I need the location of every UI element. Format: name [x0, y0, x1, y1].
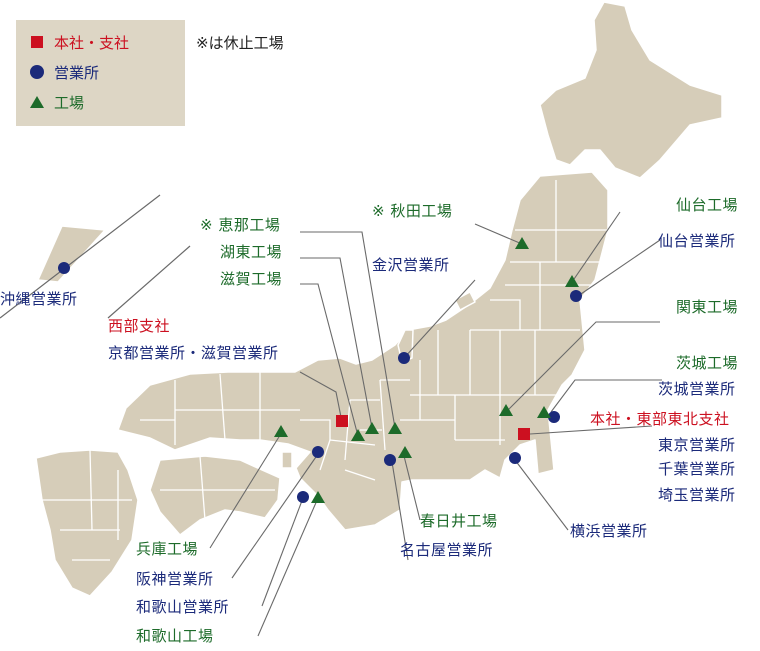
factory-marker-akita — [515, 237, 529, 249]
office-marker-nagoya — [384, 454, 396, 466]
office-marker-wakayama — [297, 491, 309, 503]
label-kasugai-factory: 春日井工場 — [420, 512, 498, 530]
label-saitama-office: 埼玉営業所 — [658, 486, 736, 504]
label-kyoto-shiga-office: 京都営業所・滋賀営業所 — [108, 344, 279, 362]
legend-factory-label: 工場 — [54, 93, 85, 112]
label-western-branch: 西部支社 — [108, 317, 171, 335]
factory-marker-koto — [365, 422, 379, 434]
office-marker-ibaraki — [548, 411, 560, 423]
factory-marker-kanto — [499, 404, 513, 416]
label-wakayama-office: 和歌山営業所 — [136, 598, 230, 616]
sado — [454, 291, 476, 311]
legend-office: 営業所 — [30, 62, 99, 82]
label-sendai-office: 仙台営業所 — [658, 232, 736, 250]
label-chiba-office: 千葉営業所 — [658, 460, 736, 478]
legend-hq-label: 本社・支社 — [54, 33, 130, 52]
office-marker-kanazawa — [398, 352, 410, 364]
label-sendai-factory: 仙台工場 — [676, 196, 739, 214]
label-wakayama-factory: 和歌山工場 — [136, 627, 214, 645]
awaji — [281, 451, 293, 469]
factory-marker-wakayama — [311, 491, 325, 503]
red-square-icon — [31, 36, 43, 48]
navy-circle-icon — [30, 65, 44, 79]
label-akita-factory: ※ 秋田工場 — [372, 202, 453, 220]
label-tokyo-office: 東京営業所 — [658, 436, 736, 454]
label-hq-east-branch: 本社・東部東北支社 — [590, 410, 730, 428]
green-triangle-icon — [30, 96, 44, 108]
legend-factory: 工場 — [30, 92, 84, 112]
label-okinawa-office: 沖縄営業所 — [0, 290, 78, 308]
label-koto-factory: 湖東工場 — [220, 243, 283, 261]
label-ibaraki-office: 茨城営業所 — [658, 380, 736, 398]
factory-marker-ena — [388, 422, 402, 434]
hokkaido — [539, 1, 723, 179]
office-marker-hanshin — [312, 446, 324, 458]
factory-marker-sendai — [565, 275, 579, 287]
label-hyogo-factory: 兵庫工場 — [136, 540, 199, 558]
factory-marker-hyogo — [274, 425, 288, 437]
office-marker-sendai — [570, 290, 582, 302]
factory-marker-ibaraki — [537, 406, 551, 418]
factory-marker-shiga — [351, 429, 365, 441]
okinawa — [37, 225, 106, 283]
suspended-note: ※は休止工場 — [196, 34, 284, 52]
label-shiga-factory: 滋賀工場 — [220, 270, 283, 288]
label-nagoya-office: 名古屋営業所 — [400, 541, 494, 559]
office-marker-yokohama — [509, 452, 521, 464]
factory-marker-kasugai — [398, 446, 412, 458]
label-ibaraki-factory: 茨城工場 — [676, 354, 739, 372]
label-hanshin-office: 阪神営業所 — [136, 570, 214, 588]
label-kanazawa-office: 金沢営業所 — [372, 256, 450, 274]
kyushu — [35, 449, 139, 597]
legend-office-label: 営業所 — [54, 63, 100, 82]
label-yokohama-office: 横浜営業所 — [570, 522, 648, 540]
hq-marker-tokyo — [518, 428, 530, 440]
shikoku — [149, 455, 281, 536]
office-marker-okinawa — [58, 262, 70, 274]
label-kanto-factory: 関東工場 — [676, 298, 739, 316]
hq-marker-western — [336, 415, 348, 427]
legend-hq: 本社・支社 — [30, 32, 129, 52]
map-legend: 本社・支社 営業所 工場 — [16, 20, 185, 126]
label-ena-factory: ※ 恵那工場 — [200, 216, 281, 234]
